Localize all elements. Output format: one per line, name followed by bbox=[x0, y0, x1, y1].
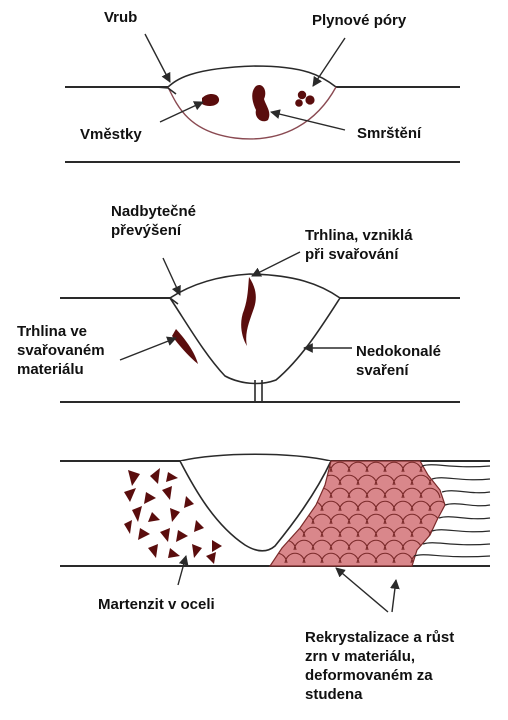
vrub-leader bbox=[145, 34, 170, 82]
martensite-shard bbox=[184, 496, 194, 508]
deformed-grain-streak bbox=[442, 491, 490, 493]
label-martensite: Martenzit v oceli bbox=[98, 595, 215, 614]
martensite-shard bbox=[150, 468, 160, 484]
deformed-grain-streak bbox=[414, 555, 490, 557]
martensite-shard bbox=[170, 508, 180, 522]
martensite-shard bbox=[212, 540, 222, 552]
martensite-shard bbox=[148, 544, 158, 558]
pores-leader bbox=[313, 38, 345, 86]
martensite-shard bbox=[176, 530, 188, 542]
grain-cell bbox=[402, 566, 422, 576]
martensite-shard bbox=[206, 552, 216, 564]
martensite-shard bbox=[138, 528, 150, 540]
trhlina-material-leader bbox=[120, 338, 176, 360]
grain-cell bbox=[420, 566, 440, 576]
gas-pore bbox=[305, 95, 314, 104]
deformed-grain-streak bbox=[423, 543, 490, 545]
deformed-grain-streak bbox=[432, 530, 490, 532]
grain-cell bbox=[348, 566, 368, 576]
grain-cell bbox=[294, 566, 314, 576]
deformed-grain-streak bbox=[432, 478, 490, 480]
weld-top-arc bbox=[180, 454, 331, 461]
deformed-grain-streak bbox=[445, 504, 490, 506]
martensite-shard bbox=[144, 492, 156, 504]
label-gas-pores: Plynové póry bbox=[312, 11, 406, 30]
martensite-shard bbox=[128, 470, 140, 486]
label-inclusions: Vměstky bbox=[80, 125, 142, 144]
label-excess-reinforcement: Nadbytečné převýšení bbox=[111, 202, 196, 240]
grain-cell bbox=[312, 566, 332, 576]
grain-cell bbox=[366, 566, 386, 576]
gas-pore bbox=[295, 99, 303, 107]
panel-3-weld bbox=[60, 454, 490, 612]
martensite-shard bbox=[194, 520, 204, 532]
martenzit-leader bbox=[178, 556, 186, 585]
martensite-shard bbox=[192, 544, 202, 558]
label-vrub: Vrub bbox=[104, 8, 137, 27]
label-shrinkage: Smrštění bbox=[357, 124, 421, 143]
martensite-shard bbox=[124, 488, 136, 502]
rekrystalizace-leader-right bbox=[392, 580, 396, 612]
label-base-material-crack: Trhlina ve svařovaném materiálu bbox=[17, 322, 105, 379]
label-recrystallization: Rekrystalizace a růst zrn v materiálu, d… bbox=[305, 628, 454, 704]
martensite-shard bbox=[160, 528, 170, 542]
grain-cell bbox=[276, 566, 296, 576]
weld-root-outline bbox=[168, 87, 336, 139]
trhlina-leader bbox=[252, 252, 300, 276]
gas-pore bbox=[298, 91, 306, 99]
rekrystalizace-leader-left bbox=[336, 568, 388, 612]
label-weld-crack: Trhlina, vzniklá při svařování bbox=[305, 226, 413, 264]
label-incomplete-fusion: Nedokonalé svaření bbox=[356, 342, 441, 380]
weld-fusion-outline bbox=[170, 298, 340, 383]
martensite-shard bbox=[168, 548, 180, 558]
martensite-shard bbox=[148, 512, 160, 522]
deformed-grain-streak bbox=[422, 465, 490, 467]
nadbytecne-leader bbox=[163, 258, 180, 295]
grain-cell bbox=[384, 566, 404, 576]
deformed-grain-streak bbox=[439, 517, 490, 519]
martensite-shard bbox=[132, 506, 142, 522]
martensite-shard bbox=[124, 520, 132, 534]
martensite-shard bbox=[166, 472, 178, 482]
martensite-shard bbox=[162, 486, 172, 500]
grain-cell bbox=[258, 566, 278, 576]
weld-bead-outline bbox=[168, 66, 336, 87]
